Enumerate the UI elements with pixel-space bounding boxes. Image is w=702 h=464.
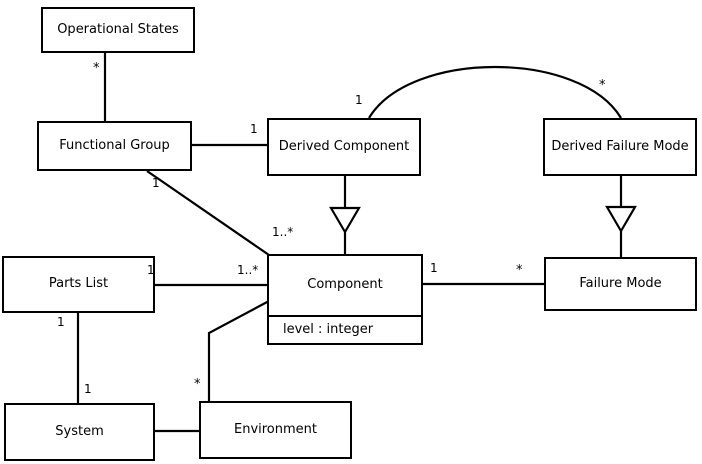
class-name-derived-component: Derived Component xyxy=(278,138,410,154)
multiplicity-functionalgroup-derivedcomponent: 1 xyxy=(250,122,258,136)
class-name-derived-failure-mode: Derived Failure Mode xyxy=(551,138,689,154)
multiplicity-derivedfailuremode-arc-right: * xyxy=(599,78,606,93)
generalization-triangle-component xyxy=(329,206,361,235)
multiplicity-partslist-system-top: 1 xyxy=(57,315,65,329)
edge-derivedcomponent-derivedfailuremode xyxy=(368,66,622,119)
multiplicity-partslist-component-far: 1..* xyxy=(237,263,259,277)
multiplicity-partslist-component-near: 1 xyxy=(147,263,155,277)
class-box-operational-states[interactable]: Operational States xyxy=(41,7,195,53)
class-box-failure-mode[interactable]: Failure Mode xyxy=(544,257,697,311)
multiplicity-functionalgroup-component-far: 1..* xyxy=(272,225,294,239)
class-name-functional-group: Functional Group xyxy=(59,137,170,153)
class-box-system[interactable]: System xyxy=(4,403,155,461)
class-box-derived-failure-mode[interactable]: Derived Failure Mode xyxy=(543,118,697,176)
class-name-failure-mode: Failure Mode xyxy=(579,275,662,291)
multiplicity-functionalgroup-component-near: 1 xyxy=(152,176,160,190)
multiplicity-component-failuremode-left: 1 xyxy=(430,261,438,275)
multiplicity-opstates-functionalgroup: * xyxy=(93,61,100,76)
multiplicity-component-failuremode-right: * xyxy=(516,263,523,278)
multiplicity-environment-component: * xyxy=(194,377,201,392)
class-attribute-component-level: level : integer xyxy=(269,315,421,343)
class-name-operational-states: Operational States xyxy=(57,21,179,37)
class-box-functional-group[interactable]: Functional Group xyxy=(37,121,192,171)
class-box-component[interactable]: Component level : integer xyxy=(267,254,423,345)
class-box-parts-list[interactable]: Parts List xyxy=(2,256,155,313)
class-box-derived-component[interactable]: Derived Component xyxy=(267,118,421,176)
class-box-environment[interactable]: Environment xyxy=(199,401,352,459)
multiplicity-partslist-system-bottom: 1 xyxy=(84,382,92,396)
class-name-component: Component xyxy=(307,277,383,293)
class-name-environment: Environment xyxy=(233,421,317,437)
class-name-parts-list: Parts List xyxy=(48,276,109,292)
multiplicity-derivedcomponent-arc-left: 1 xyxy=(355,93,363,107)
class-name-system: System xyxy=(55,423,104,439)
edge-functionalgroup-component xyxy=(146,170,270,256)
edge-environment-component xyxy=(207,300,270,401)
generalization-triangle-failure-mode xyxy=(605,205,637,234)
